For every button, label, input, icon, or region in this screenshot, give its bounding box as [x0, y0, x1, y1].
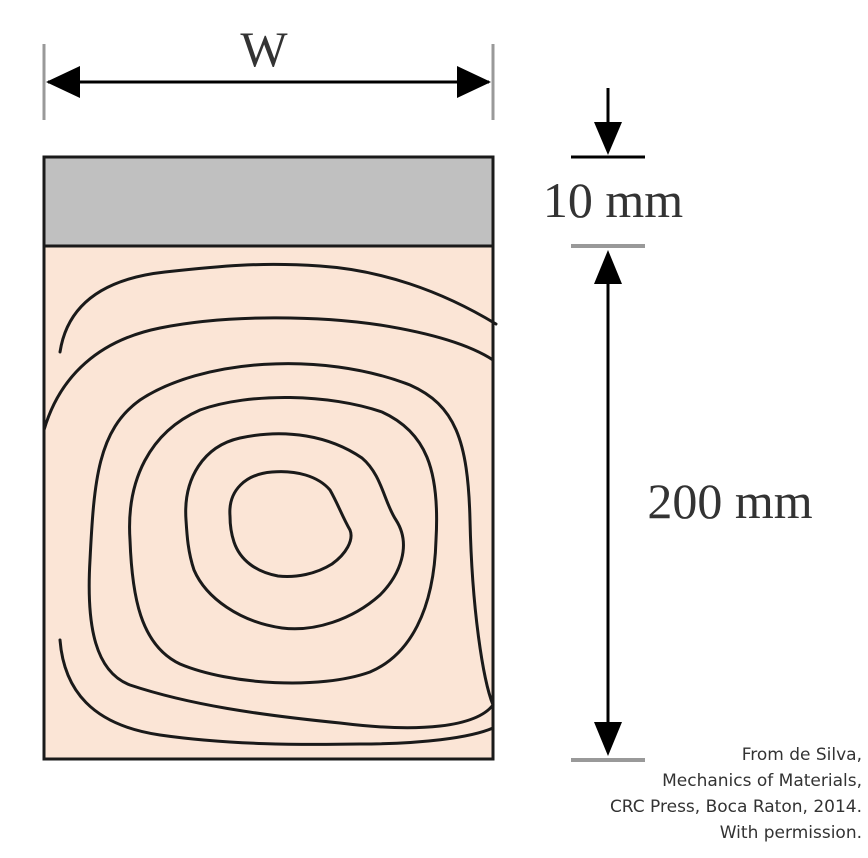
steel-plate [42, 155, 495, 248]
width-arrowhead-right [457, 66, 491, 98]
credit-line-1: From de Silva, [741, 745, 862, 765]
plate-thickness-arrowhead [594, 122, 622, 155]
width-dimension: W [42, 21, 495, 120]
plate-thickness-label: 10 mm [543, 172, 683, 228]
credit-line-2: Mechanics of Materials, [662, 771, 862, 791]
beam-height-label: 200 mm [647, 473, 812, 529]
grain-ring-middle [128, 396, 439, 685]
width-arrowhead-left [46, 66, 80, 98]
beam-height-arrowhead-bottom [594, 722, 622, 756]
beam-height-dimension: 200 mm [571, 244, 813, 762]
grain-ring-outer-top [58, 262, 498, 354]
wood-grain-rings [42, 262, 498, 746]
grain-ring-inner [184, 432, 405, 631]
grain-ring-large [87, 362, 495, 730]
source-credit: From de Silva, Mechanics of Materials, C… [610, 742, 862, 846]
credit-line-4: With permission. [719, 823, 862, 843]
grain-ring-outer-left [42, 316, 495, 432]
grain-ring-core [228, 470, 353, 578]
credit-line-3: CRC Press, Boca Raton, 2014. [609, 797, 862, 817]
width-label: W [240, 21, 288, 77]
wood-section [42, 244, 498, 761]
plate-thickness-dimension: 10 mm [543, 88, 683, 228]
grain-ring-bottom [58, 638, 495, 746]
beam-height-arrowhead-top [594, 250, 622, 284]
